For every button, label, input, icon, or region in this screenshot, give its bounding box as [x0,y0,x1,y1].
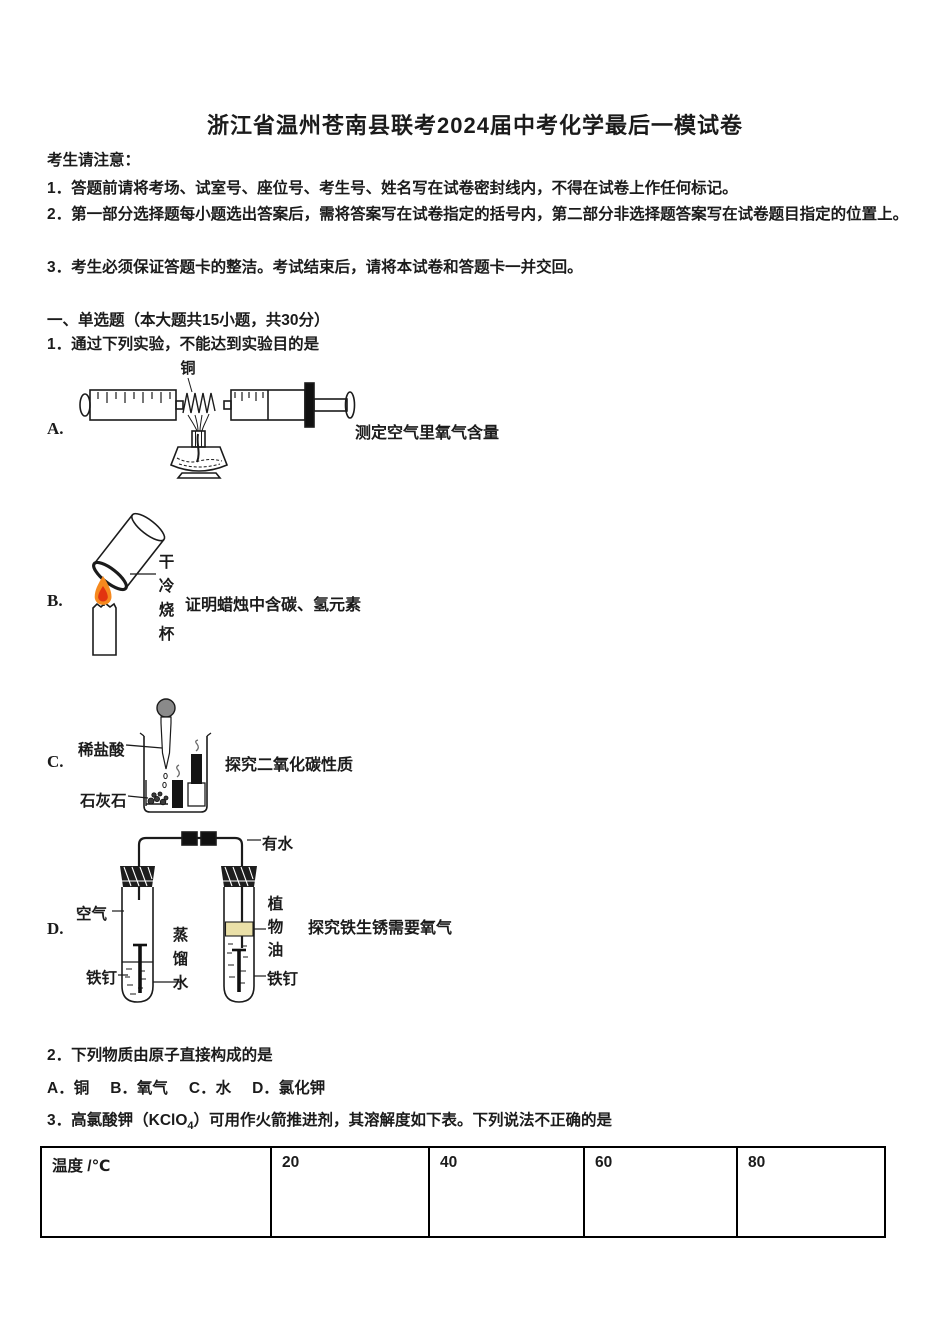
diagram-c-acid-label: 稀盐酸 [78,742,125,759]
diagram-a-copper-label: 铜 [180,359,195,377]
page-title: 浙江省温州苍南县联考2024届中考化学最后一模试卷 [207,113,743,138]
notice-item-3: 3．考生必须保证答题卡的整洁。考试结束后，请将本试卷和答题卡一并交回。 [47,259,583,276]
table-cell-temperature-header: 温度 /℃ [40,1146,272,1238]
diagram-c-limestone-label: 石灰石 [80,793,127,810]
option-d-letter: D. [47,919,64,938]
diagram-d-distilled-water-label: 蒸馏水 [172,927,189,992]
diagram-b-candle-beaker [92,512,166,656]
option-a-letter: A. [47,419,64,438]
question-3-formula-subscript: 4 [187,1120,194,1133]
option-c-caption: 探究二氧化碳性质 [225,757,354,774]
diagram-d-nail-left-label: 铁钉 [86,970,118,987]
short-candle [172,780,183,808]
table-cell-temp-80: 80 [736,1146,886,1238]
option-a-caption: 测定空气里氧气含量 [355,425,500,442]
question-1-text: 1．通过下列实验，不能达到实验目的是 [47,336,320,353]
diagram-b-dry-cold-beaker-label: 干冷烧杯 [158,554,175,643]
question-3-text: 3．高氯酸钾（KClO4）可用作火箭推进剂，其溶解度如下表。下列说法不正确的是 [47,1108,612,1132]
tall-candle [191,754,202,784]
question-3-suffix: ）可用作火箭推进剂，其溶解度如下表。下列说法不正确的是 [193,1112,613,1129]
rubber-stoppers [120,866,257,887]
vegetable-oil-band [224,921,254,937]
question-2-options: A．铜 B．氧气 C．水 D．氯化钾 [47,1076,325,1098]
question-2-text: 2．下列物质由原子直接构成的是 [47,1047,273,1064]
question-2-option-d: D．氯化钾 [252,1080,326,1097]
diagram-d-nail-right-label: 铁钉 [267,971,299,988]
table-cell-temp-20: 20 [270,1146,430,1238]
table-row: 温度 /℃ 20 40 60 80 [40,1146,886,1238]
iron-nails [133,943,246,993]
diagram-d-has-water-label: 有水 [262,836,294,853]
option-b-letter: B. [47,591,63,610]
option-d-caption: 探究铁生锈需要氧气 [308,920,453,937]
option-b-caption: 证明蜡烛中含碳、氢元素 [185,597,362,614]
diagram-a-oxygen-apparatus: 铜 [79,359,356,479]
question-3-prefix: 3．高氯酸钾（KClO [47,1112,188,1129]
option-c-letter: C. [47,752,64,771]
diagram-c-co2-apparatus [125,698,212,813]
smoke-curls [176,739,199,778]
limestone-pieces [147,791,169,806]
section-heading: 一、单选题（本大题共15小题，共30分） [47,312,330,329]
question-2-option-b: B．氧气 [110,1080,168,1097]
diagram-d-air-label: 空气 [76,906,108,923]
flame-inner [98,586,108,602]
table-cell-temp-60: 60 [583,1146,738,1238]
notice-heading: 考生请注意： [47,152,141,169]
question-2-option-a: A．铜 [47,1080,90,1097]
table-cell-temp-40: 40 [428,1146,585,1238]
notice-item-1: 1．答题前请将考场、试室号、座位号、考生号、姓名写在试卷密封线内，不得在试卷上作… [47,180,738,197]
solubility-table: 温度 /℃ 20 40 60 80 [40,1146,886,1238]
diagram-d-vegetable-oil-label: 植物油 [267,896,284,959]
notice-item-2: 2．第一部分选择题每小题选出答案后，需将答案写在试卷指定的括号内，第二部分非选择… [47,206,909,223]
question-2-option-c: C．水 [188,1080,232,1097]
diagram-d-rusting-apparatus [112,831,266,1003]
